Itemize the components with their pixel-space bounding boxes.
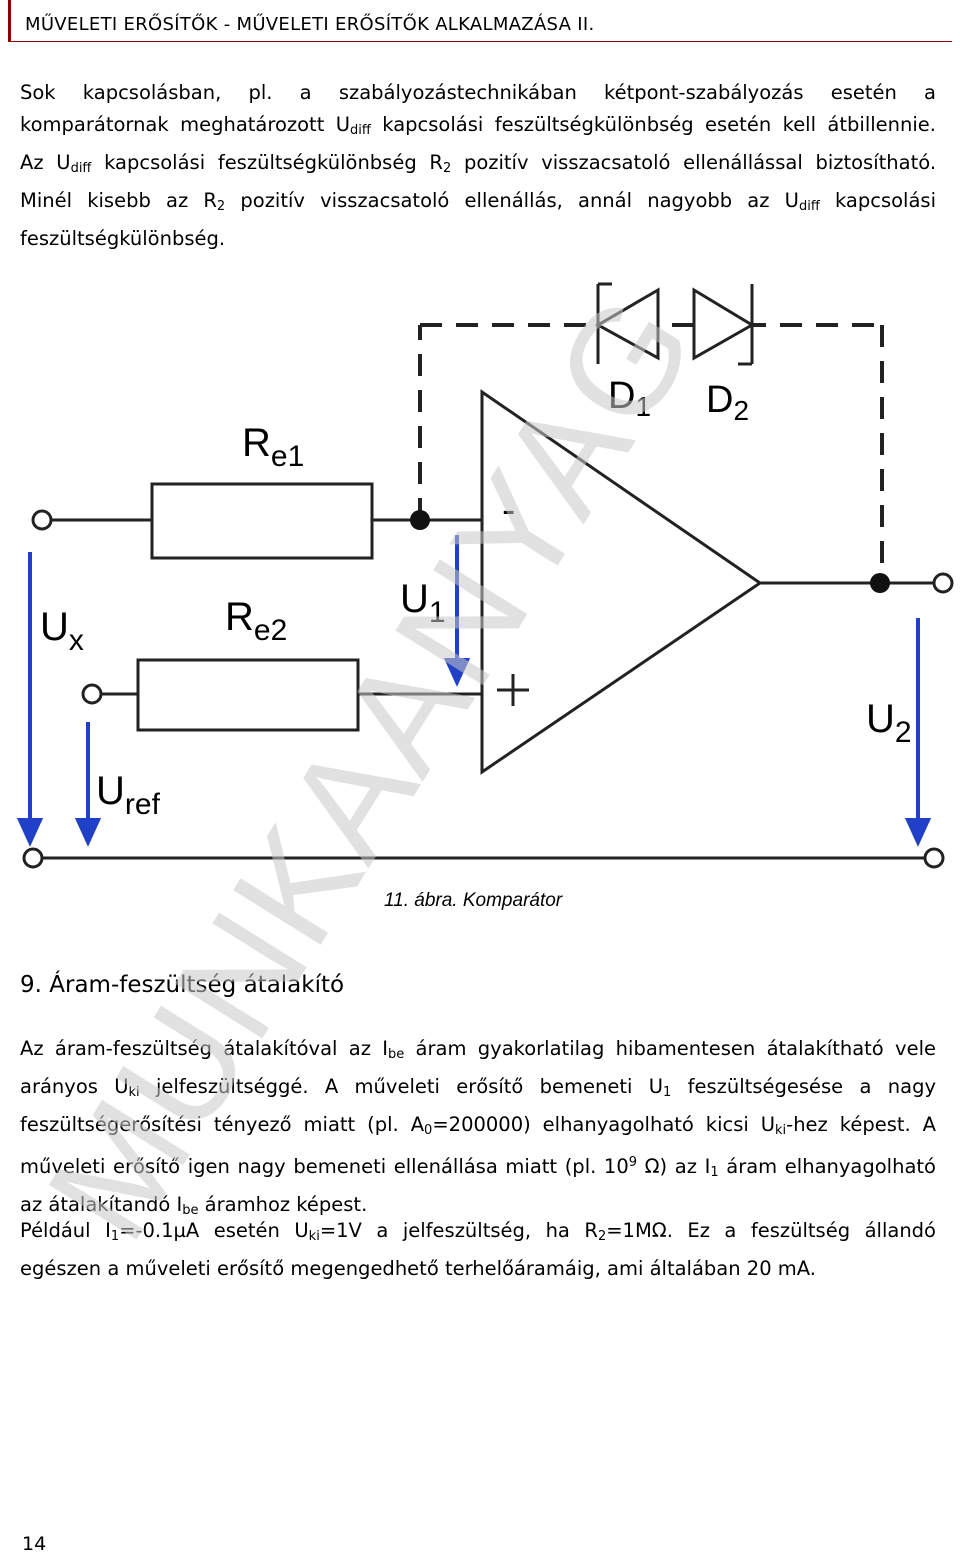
intro-line-4: Minél kisebb az R2 pozitív visszacsatoló… [20,189,936,214]
resistor-re2 [136,658,360,732]
intro-line-3: Az Udiff kapcsolási feszültségkülönbség … [20,151,937,176]
body1-line-3: feszültségerősítési tényező miatt (pl. A… [20,1113,936,1138]
junction-dot-input [410,510,430,530]
body2-line-2: egészen a műveleti erősítő megengedhető … [20,1257,816,1280]
header-title: MŰVELETI ERŐSÍTŐK - MŰVELETI ERŐSÍTŐK AL… [25,14,595,35]
circuit-wires [42,518,934,860]
body1-line-5: az átalakítandó Ibe áramhoz képest. [20,1193,368,1218]
figure-caption: 11. ábra. Komparátor [384,890,563,911]
comparator-circuit-diagram: D1 D2 Re1 Re2 - Ux [16,282,954,869]
page-number: 14 [22,1533,47,1555]
diode-d2 [692,284,755,366]
op-amp-triangle [480,389,763,775]
body2-line-1: Például I1=-0.1µA esetén Uki=1V a jelfes… [20,1219,936,1244]
intro-paragraph: Sok kapcsolásban, pl. a szabályozástechn… [20,77,936,255]
section-title: 9. Áram-feszültség átalakító [20,972,345,998]
resistor-re1 [150,482,374,560]
label-minus: - [502,488,515,532]
plus-sign-icon [497,674,529,706]
label-re1: Re1 [242,421,304,473]
diode-d1 [594,282,660,364]
body-paragraph-1: Az áram-feszültség átalakítóval az Ibe á… [20,1033,936,1227]
label-re2: Re2 [225,595,287,647]
label-d2: D2 [706,379,749,426]
label-u2: U2 [866,697,912,749]
label-u1: U1 [400,577,446,629]
page-header: MŰVELETI ERŐSÍTŐK - MŰVELETI ERŐSÍTŐK AL… [8,0,952,42]
terminals [22,509,954,869]
body1-line-1: Az áram-feszültség átalakítóval az Ibe á… [20,1037,936,1062]
intro-line-5: feszültségkülönbség. [20,227,226,250]
intro-line-1: Sok kapcsolásban, pl. a szabályozástechn… [20,81,936,104]
intro-line-2: komparátornak meghatározott Udiff kapcso… [20,113,936,138]
junction-dot-output [870,573,890,593]
label-d1: D1 [608,375,651,422]
body1-line-4: műveleti erősítő igen nagy bemeneti elle… [20,1155,936,1180]
body-paragraph-2: Például I1=-0.1µA esetén Uki=1V a jelfes… [20,1215,936,1285]
body1-line-2: arányos Uki jelfeszültséggé. A műveleti … [20,1075,936,1100]
label-uref: Uref [96,769,161,821]
label-ux: Ux [40,605,84,657]
voltage-arrows [16,535,932,847]
